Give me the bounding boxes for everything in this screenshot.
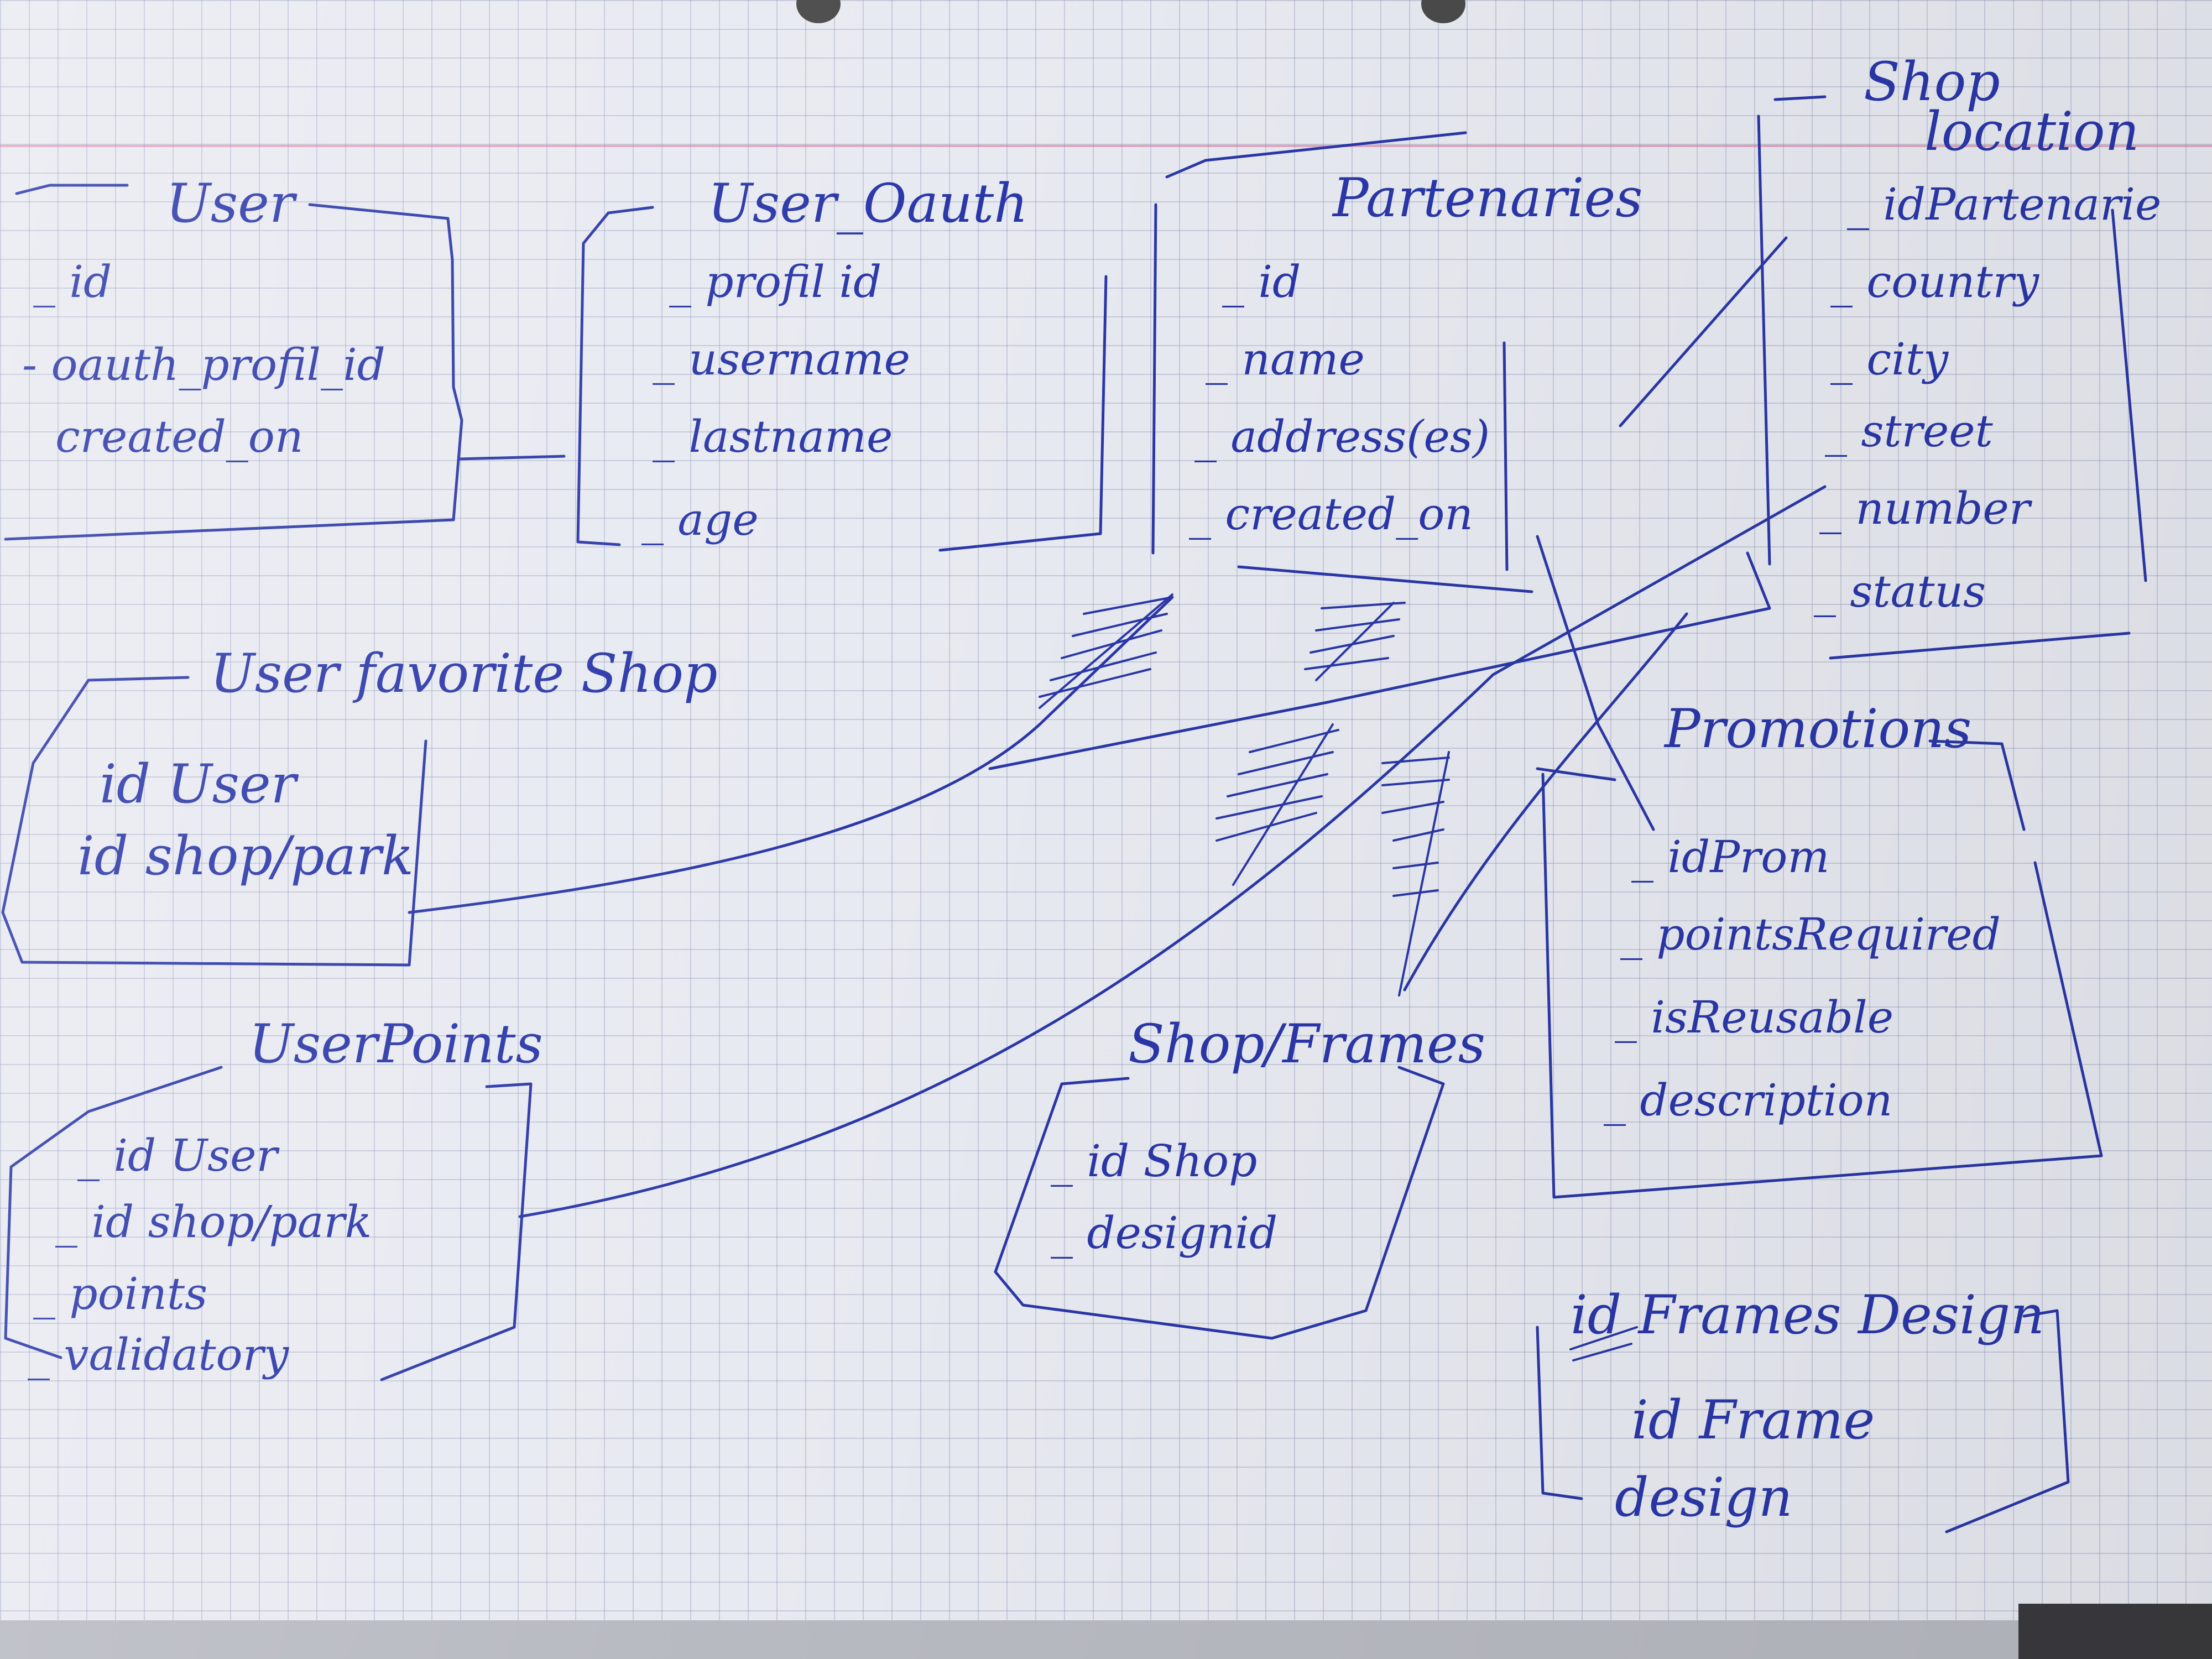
promotions-entity-box: [1536, 739, 2103, 1199]
frames-design-entity-box: [1536, 1309, 2070, 1533]
promotions-field-4: _ description: [1604, 1074, 1893, 1126]
desk-shadow: [2018, 1604, 2212, 1659]
user-points-link: [518, 485, 1827, 1218]
partenaries-entity-box: [1151, 131, 1533, 593]
shop-location-field-4: _ street: [1825, 405, 1993, 457]
frames-design-field-1: id Frame: [1631, 1389, 1875, 1451]
partenaries-field-4: _ created_on: [1189, 488, 1473, 540]
promotions-field-1: _ idProm: [1631, 831, 1830, 883]
shop-frames-field-2: _ designid: [1051, 1207, 1278, 1259]
hatch-1: [1039, 593, 1173, 709]
user-entity-box: [4, 184, 463, 541]
user-favorite-shop-field-1: id User: [100, 753, 296, 815]
partenaries-field-3: _ address(es): [1194, 411, 1490, 462]
promotions-field-2: _ pointsRequired: [1620, 909, 2001, 960]
user-oauth-entity-box: [576, 206, 1108, 552]
partenaries-field-1: _ id: [1222, 256, 1301, 307]
user-points-field-2: _ id shop/park: [55, 1196, 372, 1248]
partenaries-to-location-line: [988, 551, 1771, 770]
shop-location-field-3: _ city: [1830, 333, 1949, 385]
scratch-out: [1569, 1326, 1638, 1361]
location-to-shop-frames-line: [1619, 236, 1788, 427]
user-oauth-entity-title: User_Oauth: [708, 173, 1029, 234]
frames-design-field-2: design: [1615, 1467, 1793, 1528]
favorite-shop-link: [408, 596, 1174, 914]
desk-surface: [0, 1620, 2212, 1659]
user-points-entity-title: UserPoints: [249, 1013, 543, 1075]
user-oauth-field-1: _ profil id: [669, 256, 882, 307]
user-points-field-4: _ validatory: [28, 1329, 289, 1380]
hatch-3: [1215, 723, 1339, 886]
frames-design-entity-title: id Frames Design: [1571, 1284, 2045, 1346]
user-oauth-field-4: _ age: [641, 494, 759, 545]
shop-location-field-1: _ idPartenarie: [1847, 179, 2162, 230]
user-entity-title: User: [166, 173, 295, 234]
user-points-field-1: _ id User: [77, 1130, 278, 1181]
user-points-field-3: _ points: [33, 1268, 208, 1319]
partenaries-entity-title: Partenaries: [1333, 167, 1643, 229]
margin-line: [0, 145, 2212, 147]
user-favorite-shop-title: User favorite Shop: [210, 643, 718, 705]
shop-location-title-line2: location: [1924, 101, 2140, 163]
user-points-entity-box: [4, 1066, 533, 1381]
shop-location-field-5: _ number: [1819, 483, 2031, 534]
user-field-3: created_on: [55, 411, 304, 462]
shop-frames-entity-title: Shop/Frames: [1128, 1013, 1486, 1075]
hatch-2: [1304, 602, 1406, 681]
shop-location-title-line1: Shop: [1864, 51, 2000, 113]
hatch-4: [1381, 751, 1450, 997]
user-favorite-shop-field-2: id shop/park: [77, 825, 414, 887]
shop-location-field-6: _ status: [1814, 566, 1986, 617]
promotions-field-3: _ isReusable: [1615, 992, 1894, 1043]
shop-location-entity-box: [1757, 95, 2147, 660]
frames-link-line: [1403, 612, 1688, 992]
promotions-link-line: [1536, 535, 1655, 831]
user-field-1: _ id: [33, 256, 112, 307]
user-oauth-field-3: _ lastname: [653, 411, 893, 462]
shop-location-field-2: _ country: [1830, 256, 2039, 307]
partenaries-field-2: _ name: [1206, 333, 1365, 385]
user-favorite-shop-box: [1, 676, 427, 967]
user-oauth-field-2: _ username: [653, 333, 911, 385]
grid-paper: [0, 0, 2212, 1620]
user-to-oauth-link: [457, 455, 566, 461]
promotions-entity-title: Promotions: [1665, 698, 1972, 760]
shop-frames-field-1: _ id Shop: [1051, 1135, 1258, 1187]
user-field-2: - oauth_profil_id: [22, 339, 385, 390]
shop-frames-entity-box: [994, 1066, 1445, 1340]
